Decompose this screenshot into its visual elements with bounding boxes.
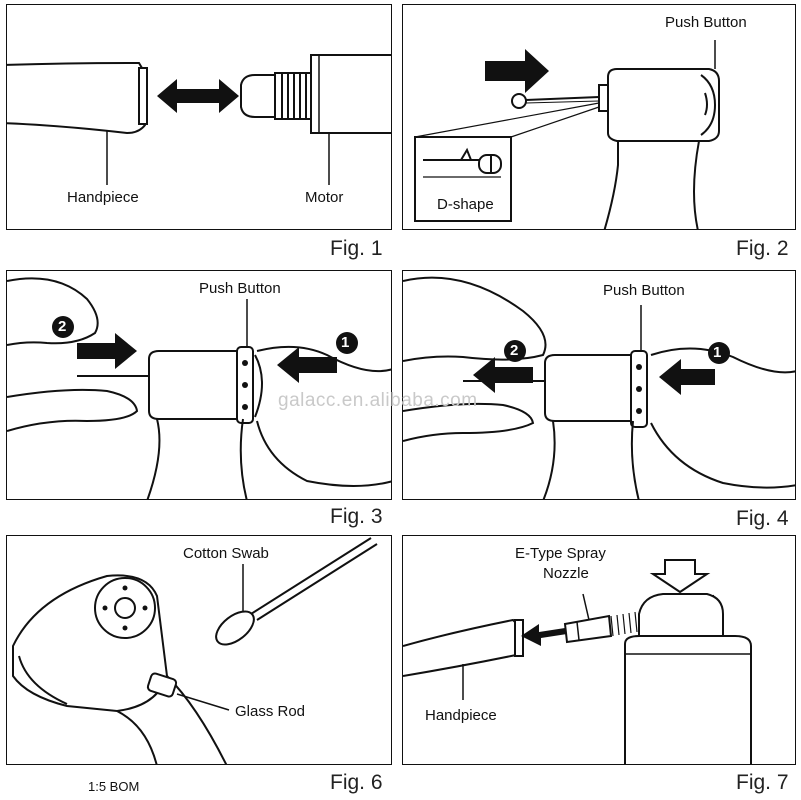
- label-d-shape: D-shape: [437, 196, 494, 213]
- fig6-caption: Fig. 6: [330, 771, 383, 794]
- label-nozzle-line1: E-Type Spray: [515, 545, 606, 562]
- label-cotton-swab: Cotton Swab: [183, 545, 269, 562]
- step-2-marker: 2: [58, 318, 67, 335]
- fig1-illustration: [7, 54, 391, 185]
- watermark: galacc.en.alibaba.com: [278, 390, 478, 411]
- fig4-caption: Fig. 4: [736, 507, 789, 530]
- footer-note: 1:5 BOM: [88, 779, 140, 794]
- label-push-button: Push Button: [603, 282, 685, 299]
- panel-fig2: Push Button D-shape: [402, 4, 796, 230]
- fig3-caption: Fig. 3: [330, 505, 383, 528]
- fig2-caption: Fig. 2: [736, 237, 789, 260]
- fig1-caption: Fig. 1: [330, 237, 383, 260]
- label-motor: Motor: [305, 189, 344, 206]
- fig7-illustration: [403, 559, 752, 764]
- step-1-marker: 1: [713, 344, 722, 361]
- label-nozzle-line2: Nozzle: [543, 565, 589, 582]
- label-push-button: Push Button: [665, 14, 747, 31]
- label-glass-rod: Glass Rod: [235, 703, 306, 720]
- label-handpiece: Handpiece: [425, 707, 497, 724]
- panel-fig3: Push Button 1 2: [6, 270, 392, 500]
- fig7-caption: Fig. 7: [736, 771, 789, 794]
- label-handpiece: Handpiece: [67, 189, 139, 206]
- label-push-button: Push Button: [199, 280, 281, 297]
- step-2-marker: 2: [510, 342, 519, 359]
- fig2-illustration: [414, 40, 720, 229]
- panel-fig7: E-Type Spray Nozzle Handpiece: [402, 535, 796, 765]
- step-1-marker: 1: [341, 334, 350, 351]
- fig3-illustration: [7, 277, 391, 499]
- fig4-illustration: [403, 276, 795, 499]
- panel-fig6: Cotton Swab Glass Rod: [6, 535, 392, 765]
- panel-fig1: Handpiece Motor: [6, 4, 392, 230]
- fig6-illustration: [12, 537, 378, 764]
- panel-fig4: Push Button 1 2: [402, 270, 796, 500]
